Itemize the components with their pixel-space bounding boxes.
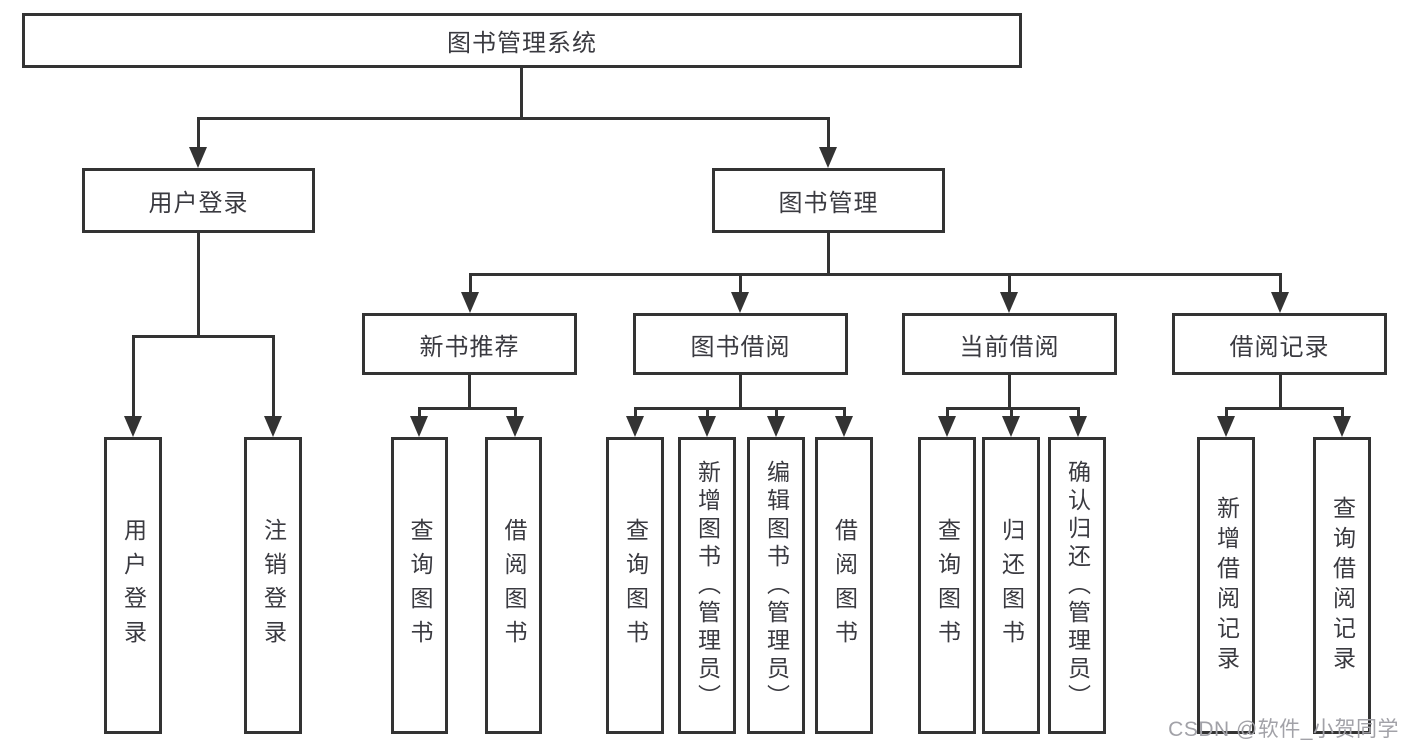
arrow-down-icon [626,416,644,437]
node-current-borrowing: 当前借阅 [902,313,1117,375]
node-new-book-recommend: 新书推荐 [362,313,577,375]
leaf-query-books-recommend-label: 查询图书 [407,517,433,654]
leaf-confirm-return-admin: 确认归还（管理员） [1048,437,1106,734]
leaf-return-books-label: 归还图书 [998,517,1025,654]
leaf-borrow-books: 借阅图书 [815,437,873,734]
leaf-query-borrow-record: 查询借阅记录 [1313,437,1371,734]
leaf-query-books-borrowing-label: 查询图书 [622,517,649,654]
leaf-query-books-current: 查询图书 [918,437,976,734]
leaf-user-login: 用户登录 [104,437,162,734]
connector-line [775,407,778,417]
connector-line [827,117,830,148]
connector-line [132,335,275,338]
node-user-login-label: 用户登录 [148,190,249,217]
leaf-return-books: 归还图书 [982,437,1040,734]
leaf-query-borrow-record-label: 查询借阅记录 [1329,495,1356,676]
arrow-down-icon [835,416,853,437]
connector-line [739,375,742,407]
connector-line [1008,375,1011,407]
connector-line [843,407,846,417]
leaf-query-books-borrowing: 查询图书 [606,437,664,734]
arrow-down-icon [1217,416,1235,437]
connector-line [469,273,472,293]
node-new-book-recommend-label: 新书推荐 [419,333,520,361]
connector-line [1279,273,1282,293]
connector-line [706,407,709,417]
connector-line [469,273,1282,276]
leaf-query-books-current-label: 查询图书 [934,517,961,654]
leaf-borrow-books-recommend-label: 借阅图书 [501,517,527,654]
connector-line [1225,407,1344,410]
arrow-down-icon [410,416,428,437]
connector-line [418,407,421,417]
connector-line [634,407,637,417]
connector-line [520,68,523,117]
arrow-down-icon [506,416,524,437]
leaf-add-borrow-record: 新增借阅记录 [1197,437,1255,734]
arrow-down-icon [1333,416,1351,437]
leaf-user-login-label: 用户登录 [120,517,147,654]
leaf-logout: 注销登录 [244,437,302,734]
connector-line [197,233,200,335]
leaf-query-books-recommend: 查询图书 [391,437,448,734]
node-library-system: 图书管理系统 [22,13,1022,68]
connector-line [197,117,200,148]
arrow-down-icon [124,416,142,437]
connector-line [468,375,471,407]
arrow-down-icon [1069,416,1087,437]
leaf-edit-books-admin-label: 编辑图书（管理员） [763,459,790,712]
node-borrowing-records-label: 借阅记录 [1229,333,1330,361]
connector-line [197,117,830,120]
connector-line [946,407,949,417]
leaf-logout-label: 注销登录 [260,517,287,654]
leaf-edit-books-admin: 编辑图书（管理员） [747,437,805,734]
node-user-login: 用户登录 [82,168,315,233]
arrow-down-icon [461,292,479,313]
connector-line [634,407,846,410]
leaf-confirm-return-admin-label: 确认归还（管理员） [1064,459,1091,712]
leaf-borrow-books-recommend: 借阅图书 [485,437,542,734]
arrow-down-icon [698,416,716,437]
connector-line [1077,407,1080,417]
leaf-borrow-books-label: 借阅图书 [831,517,858,654]
leaf-add-books-admin: 新增图书（管理员） [678,437,736,734]
connector-line [272,335,275,417]
node-book-borrowing: 图书借阅 [633,313,848,375]
connector-line [1010,407,1013,417]
connector-line [132,335,135,417]
arrow-down-icon [189,147,207,168]
arrow-down-icon [731,292,749,313]
arrow-down-icon [1002,416,1020,437]
arrow-down-icon [819,147,837,168]
csdn-watermark: CSDN @软件_小贺同学 [1168,718,1399,741]
arrow-down-icon [1000,292,1018,313]
arrow-down-icon [264,416,282,437]
connector-line [1008,273,1011,293]
connector-line [1279,375,1282,407]
arrow-down-icon [938,416,956,437]
connector-line [739,273,742,293]
connector-line [418,407,517,410]
connector-line [946,407,1080,410]
node-current-borrowing-label: 当前借阅 [959,333,1060,361]
arrow-down-icon [1271,292,1289,313]
connector-line [827,233,830,273]
leaf-add-borrow-record-label: 新增借阅记录 [1213,495,1240,676]
node-book-management-label: 图书管理 [778,190,879,217]
node-library-system-label: 图书管理系统 [447,30,597,57]
connector-line [1341,407,1344,417]
leaf-add-books-admin-label: 新增图书（管理员） [694,459,721,712]
node-book-borrowing-label: 图书借阅 [690,333,791,361]
connector-line [514,407,517,417]
node-book-management: 图书管理 [712,168,945,233]
connector-line [1225,407,1228,417]
arrow-down-icon [767,416,785,437]
node-borrowing-records: 借阅记录 [1172,313,1387,375]
